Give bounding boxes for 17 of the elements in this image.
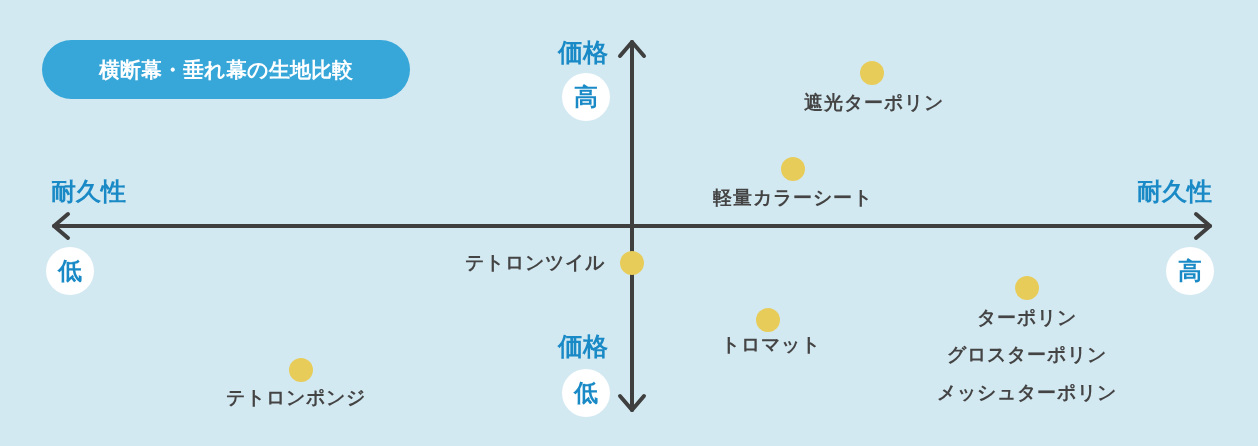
material-label: ターポリン bbox=[977, 305, 1077, 330]
material-label: メッシュターポリン bbox=[937, 380, 1117, 405]
level-badge: 低 bbox=[562, 369, 610, 417]
material-label: グロスターポリン bbox=[947, 342, 1107, 367]
axis-label: 価格 bbox=[558, 36, 608, 69]
material-label: 遮光ターポリン bbox=[804, 90, 944, 115]
title-banner: 横断幕・垂れ幕の生地比較 bbox=[42, 40, 410, 99]
level-badge: 高 bbox=[1166, 247, 1214, 295]
axis-label: 価格 bbox=[558, 330, 608, 363]
axis-label: 耐久性 bbox=[1136, 175, 1212, 208]
level-badge: 低 bbox=[46, 247, 94, 295]
material-label: テトロンポンジ bbox=[226, 385, 366, 410]
material-label: テトロンツイル bbox=[465, 250, 605, 275]
material-label: トロマット bbox=[721, 332, 821, 357]
material-label: 軽量カラーシート bbox=[713, 185, 873, 210]
level-badge: 高 bbox=[562, 73, 610, 121]
axis-label: 耐久性 bbox=[50, 175, 126, 208]
